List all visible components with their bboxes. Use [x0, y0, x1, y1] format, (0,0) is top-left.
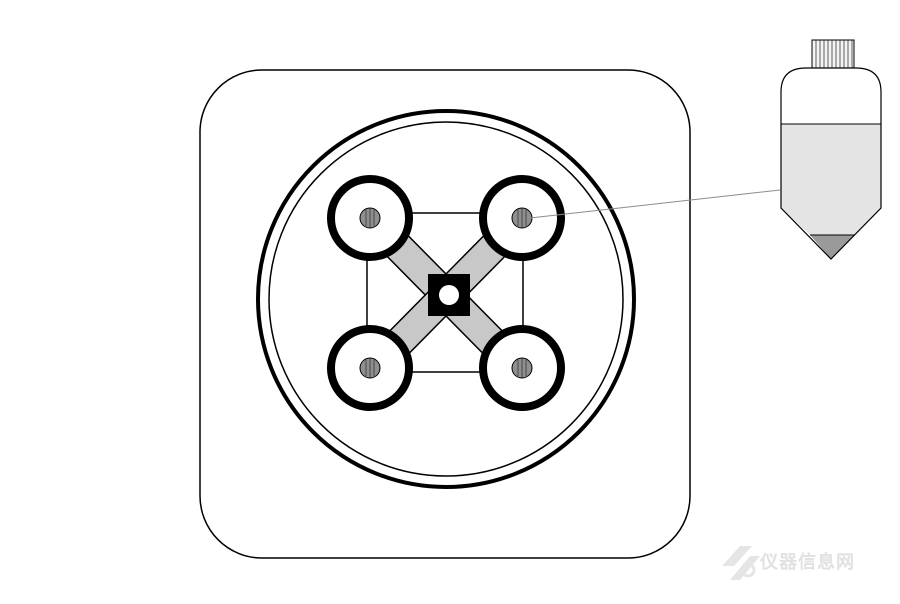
bucket-top-right: [479, 175, 565, 261]
detail-leader-line: [529, 189, 781, 219]
watermark-text: 仪器信息网: [760, 552, 855, 573]
bucket-bottom-left: [327, 325, 413, 411]
tube-cap: [811, 39, 855, 69]
tube-sediment: [810, 235, 855, 259]
tube-detail: [780, 39, 882, 260]
bucket-top-left: [327, 175, 413, 261]
rotor-hub-hole: [439, 285, 459, 305]
chamber-inner-ring: [268, 121, 624, 477]
chamber-outer-ring: [256, 109, 636, 489]
tube-liquid: [781, 124, 881, 235]
rotor-frame: [366, 212, 524, 373]
bucket-bottom-right: [479, 325, 565, 411]
watermark-logo-icon: [722, 546, 760, 580]
tube-body: [780, 67, 882, 260]
tube-cap-ridges: [815, 40, 853, 68]
